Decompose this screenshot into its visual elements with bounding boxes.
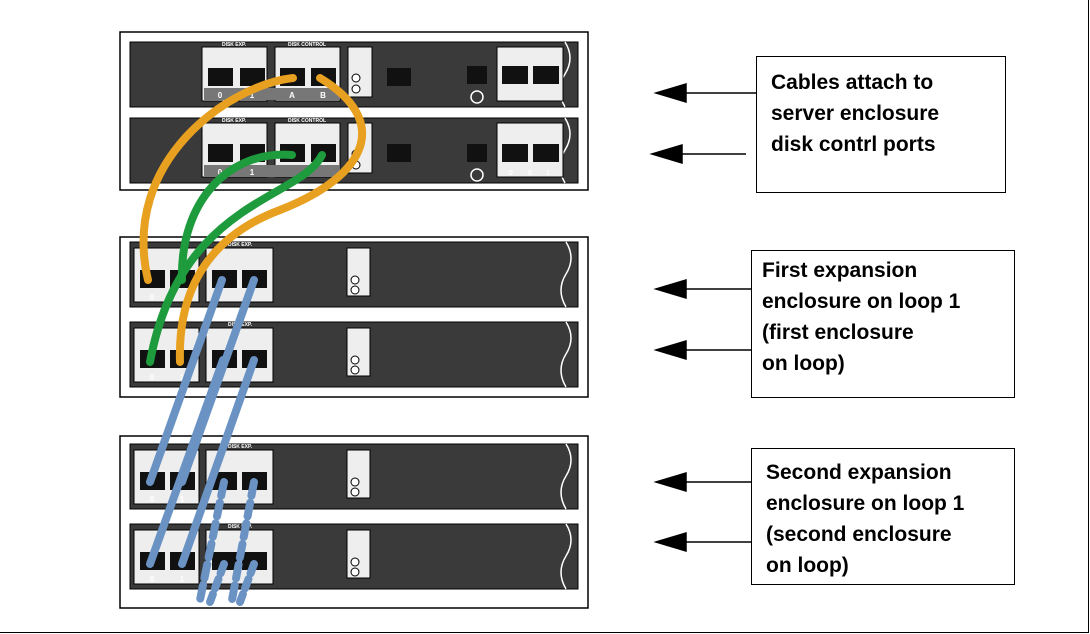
port-label: 0: [150, 293, 155, 302]
port-label: B: [320, 91, 326, 100]
port-label: 0: [150, 575, 155, 584]
port-disk-exp-0: [208, 68, 233, 86]
server-unit-top: DISK EXP. DISK CONTROL 0 1 A B: [129, 41, 579, 108]
port-label: 1: [546, 170, 550, 177]
port-label: 0: [528, 170, 532, 177]
expansion-unit: DISK EXP. 0 1: [129, 443, 579, 510]
group-label-disk-contrl: DISK CONTROL: [288, 118, 326, 124]
arrow-left-icon: [653, 82, 756, 104]
port-label: 0: [150, 373, 155, 382]
ethernet-port: [387, 68, 411, 86]
server-unit-bottom: DISK EXP. DISK CONTROL 0 1 0 0 1: [129, 117, 579, 184]
service-port: [467, 66, 487, 84]
port-disk-exp-1: [240, 68, 265, 86]
green-cable: [177, 150, 296, 284]
expansion-unit: DISK EXP. 0 1: [129, 523, 579, 590]
arrow-left-icon: [649, 143, 746, 165]
arrows: [649, 82, 756, 553]
blue-cable: [178, 356, 258, 568]
arrow-left-icon: [653, 531, 751, 553]
green-cable: [146, 151, 326, 366]
callout-server-enclosure: Cables attach to server enclosure disk c…: [756, 56, 1006, 193]
port-label: 1: [250, 168, 255, 177]
group-label: DISK EXP.: [228, 524, 253, 530]
port-label: 1: [180, 373, 185, 382]
green-cables: [146, 150, 326, 366]
blue-cable-dashed: [196, 478, 228, 604]
port-label: 1: [180, 575, 185, 584]
group-label-disk-exp: DISK EXP.: [222, 42, 247, 48]
port-label: 0: [218, 91, 223, 100]
callout-second-expansion: Second expansion enclosure on loop 1 (se…: [751, 448, 1015, 585]
port-label: 0: [150, 495, 155, 504]
arrow-left-icon: [653, 278, 751, 300]
orange-cable: [139, 74, 297, 284]
port-label: 1: [180, 495, 185, 504]
group-label-disk-exp: DISK EXP.: [222, 118, 247, 124]
callout-first-expansion: First expansion enclosure on loop 1 (fir…: [751, 250, 1015, 398]
orange-cables: [139, 74, 366, 366]
blue-cable-dashed: [228, 478, 258, 604]
port-label: 0: [218, 168, 223, 177]
group-label-disk-contrl: DISK CONTROL: [288, 42, 326, 48]
reset-icon: [470, 90, 484, 104]
port-label: 0: [509, 170, 513, 177]
blue-cable-dashed: [236, 560, 258, 606]
arrow-left-icon: [653, 339, 751, 361]
blue-cable-dashed: [206, 560, 228, 606]
port-label: A: [289, 91, 295, 100]
port-label: 1: [250, 91, 255, 100]
arrow-left-icon: [653, 471, 751, 493]
blue-cables: [146, 276, 258, 606]
blue-cable: [146, 356, 227, 568]
blue-cable: [146, 276, 226, 486]
orange-cable: [175, 74, 366, 366]
group-label: DISK EXP.: [228, 242, 253, 248]
group-label: DISK EXP.: [228, 444, 253, 450]
